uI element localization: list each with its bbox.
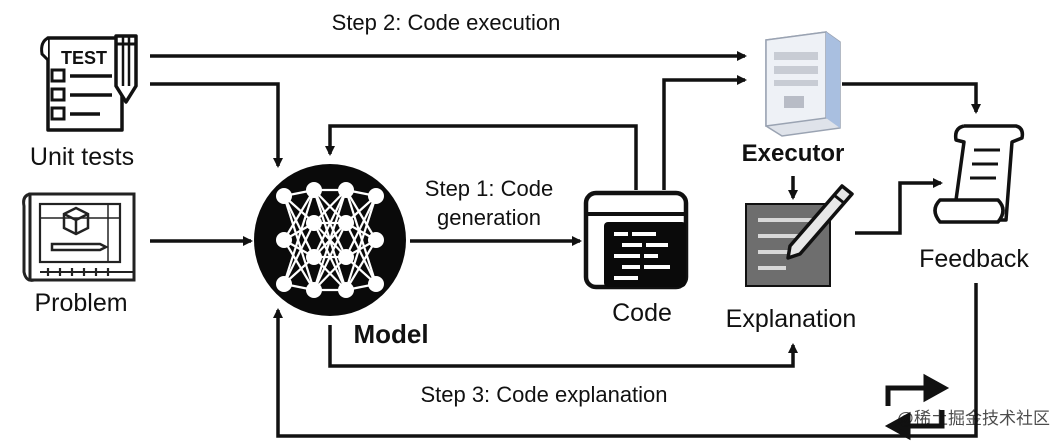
network-edge [282, 189, 316, 285]
network-edge [313, 222, 347, 291]
network-edge [283, 222, 315, 285]
network-edge [282, 195, 316, 291]
network-edge [283, 189, 315, 241]
notepad-pen-icon [745, 184, 854, 287]
step2-label: Step 2: Code execution [332, 10, 561, 35]
arrow-executor-to-feedback [842, 82, 981, 114]
network-node [306, 282, 322, 298]
server-tower-icon [765, 31, 841, 137]
network-edge [345, 239, 377, 291]
problem-label: Problem [34, 289, 127, 317]
arrow-code-to-model [325, 124, 638, 190]
network-edge [345, 222, 377, 285]
network-node [338, 215, 354, 231]
network-node [338, 282, 354, 298]
step3-label: Step 3: Code explanation [420, 382, 667, 407]
network-node [276, 188, 292, 204]
network-edge [313, 189, 347, 258]
network-node [368, 232, 384, 248]
watermark-text: @稀土掘金技术社区 [897, 409, 1050, 428]
network-node [368, 276, 384, 292]
explanation-label: Explanation [726, 305, 857, 333]
test-badge-label: TEST [61, 48, 107, 68]
network-edge [283, 195, 315, 258]
network-edge [283, 239, 315, 291]
executor-label: Executor [742, 140, 845, 167]
network-node [338, 182, 354, 198]
network-edge [344, 189, 378, 285]
scroll-icon [933, 124, 1025, 224]
feedback-label: Feedback [919, 245, 1029, 273]
blueprint-icon [22, 192, 136, 282]
network-edge [344, 195, 378, 291]
step1-label-line1: Step 1: Code [425, 176, 553, 201]
network-node [276, 232, 292, 248]
arrow-feedback-to-model [273, 283, 978, 438]
network-node [306, 215, 322, 231]
network-node [276, 276, 292, 292]
network-edge [312, 189, 348, 291]
code-label: Code [612, 299, 672, 327]
model-label: Model [353, 319, 428, 349]
step1-label-line2: generation [437, 205, 541, 230]
network-node [368, 188, 384, 204]
network-node [338, 249, 354, 265]
network-node [306, 249, 322, 265]
checklist-pencil-icon: TEST [40, 34, 138, 132]
unit-tests-label: Unit tests [30, 143, 134, 171]
code-window-icon [583, 190, 689, 290]
arrow-model-to-explanation [328, 325, 798, 368]
swap-arrows-icon [884, 373, 950, 441]
network-node [306, 182, 322, 198]
network-edge [345, 195, 377, 258]
connector-arrows [150, 51, 981, 438]
network-edge [345, 189, 377, 241]
arrow-code-to-executor [662, 75, 747, 190]
arrow-tests-to-model [150, 82, 283, 168]
neural-network-icon [254, 164, 406, 316]
arrow-explanation-to-feedback [855, 178, 943, 235]
